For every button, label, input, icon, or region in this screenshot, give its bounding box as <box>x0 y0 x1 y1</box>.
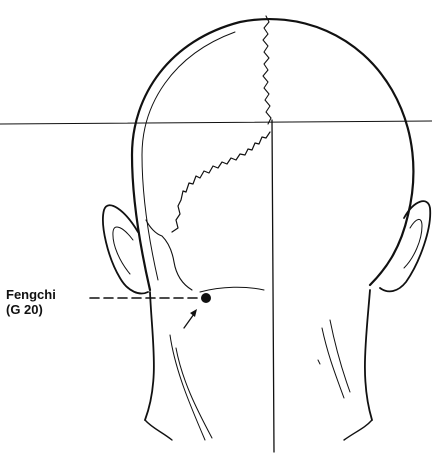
horizontal-reference-line <box>0 121 432 124</box>
neck-left-muscle <box>170 335 212 440</box>
right-ear <box>380 201 430 291</box>
left-ear-inner <box>113 227 133 274</box>
neck-tick <box>318 360 320 364</box>
nape-curve <box>200 287 264 292</box>
neck-right <box>365 290 372 420</box>
acupoint-dot <box>201 293 211 303</box>
neck-right-muscle <box>322 320 350 398</box>
vertical-midline <box>272 120 274 452</box>
head-inner-outline <box>142 32 235 280</box>
neck-left <box>145 292 154 420</box>
acupoint-name-label: Fengchi <box>6 287 56 302</box>
arrow-head <box>190 309 197 317</box>
arrow-shaft <box>184 314 194 328</box>
parting-line <box>263 16 271 124</box>
acupoint-code-label: (G 20) <box>6 302 43 317</box>
right-ear-inner <box>404 219 422 268</box>
hairline <box>172 132 270 232</box>
neck-left-shoulder <box>145 420 172 440</box>
neck-right-shoulder <box>344 420 372 440</box>
